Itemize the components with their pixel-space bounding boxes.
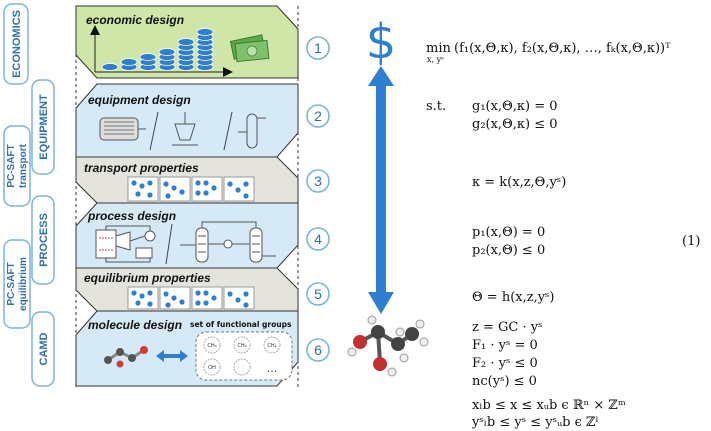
eq-x-bounds: xₗb ≤ x ≤ xᵤb ϵ ℝⁿ × ℤᵐ [472, 398, 626, 413]
eq-objective-sub: x, yˢ [427, 55, 444, 64]
eq-theta: Θ = h(x,z,yˢ) [472, 290, 555, 305]
panel-economic-title: economic design [86, 13, 184, 27]
vertical-double-arrow-icon [368, 66, 394, 314]
equilibrium-molecule-grid [127, 286, 255, 310]
group-ch3: CH₃ [207, 343, 216, 349]
equipment-divider-2 [223, 111, 233, 151]
small-molecule-icon [104, 346, 148, 368]
eq-F2: F₂ · yˢ ≤ 0 [472, 356, 538, 371]
side-label-pcsaft-equilibrium-1: PC-SAFT [6, 262, 17, 305]
molecule-3d-icon [347, 315, 429, 377]
panel-process-title: process design [87, 209, 176, 223]
panel-process-design: process design [75, 202, 299, 269]
eq-st: s.t. [426, 99, 446, 114]
panel-molecule-title: molecule design [88, 318, 182, 332]
panel-equilibrium-properties: equilibrium properties [75, 267, 299, 312]
eq-p2: p₂(x,Θ) ≤ 0 [472, 243, 545, 258]
group-oh: OH [208, 365, 216, 371]
panel-equilibrium-title: equilibrium properties [84, 271, 211, 285]
double-arrow-icon [156, 350, 188, 362]
panel-molecule-design: molecule design set of functional groups… [75, 310, 299, 387]
step-1-label: 1 [314, 40, 322, 56]
step-3-label: 3 [314, 173, 322, 189]
equation-number: (1) [682, 234, 700, 249]
step-4-label: 4 [314, 231, 322, 247]
group-ch2-a: CH₂ [237, 343, 246, 349]
eq-p1: p₁(x,Θ) = 0 [472, 225, 545, 240]
transport-molecule-grid [127, 176, 255, 202]
equation-block: min x, yˢ (f₁(x,Θ,κ), f₂(x,Θ,κ), …, fₖ(x… [426, 41, 700, 430]
functional-groups-label: set of functional groups [190, 320, 292, 329]
side-label-process: PROCESS [38, 213, 50, 267]
step-circles: 1 2 3 4 5 6 [306, 36, 330, 362]
side-label-process-box: PROCESS [31, 195, 55, 285]
equipment-divider-1 [149, 111, 159, 151]
coin-stacks-icon [101, 28, 214, 71]
side-label-pcsaft-equilibrium-box: PC-SAFT equilibrium [3, 239, 31, 329]
eq-y-bounds: yˢₗb ≤ yˢ ≤ yˢᵤb ϵ ℤˡ [471, 415, 599, 430]
side-label-pcsaft-transport-box: PC-SAFT transport [3, 125, 31, 207]
eq-z: z = GC · yˢ [472, 320, 542, 335]
side-label-pcsaft-transport-1: PC-SAFT [6, 144, 17, 187]
step-2: 2 [306, 104, 330, 128]
step-1: 1 [306, 36, 330, 60]
side-label-economics-box: ECONOMICS [3, 3, 29, 85]
side-label-camd-box: CAMD [31, 311, 55, 387]
functional-group-set: CH₃ CH₂ CH₂ OH ... [195, 331, 293, 381]
eq-g2: g₂(x,Θ,κ) ≤ 0 [472, 117, 557, 132]
side-label-equipment: EQUIPMENT [38, 94, 50, 160]
eq-nc: nc(yˢ) ≤ 0 [472, 374, 537, 389]
heat-pump-cycle-icon [95, 225, 156, 263]
panel-transport-properties: transport properties [75, 156, 299, 204]
group-ch2-b: CH₂ [267, 343, 276, 349]
step-4: 4 [306, 227, 330, 251]
step-5: 5 [306, 282, 330, 306]
process-divider [165, 223, 173, 265]
eq-objective: (f₁(x,Θ,κ), f₂(x,Θ,κ), …, fₖ(x,Θ,κ))ᵀ [454, 41, 671, 56]
side-label-pcsaft-transport-2: transport [18, 143, 29, 188]
eq-g1: g₁(x,Θ,κ) = 0 [472, 99, 557, 114]
panel-economic-design: economic design [75, 5, 299, 79]
step-2-label: 2 [314, 108, 322, 124]
group-more: ... [267, 362, 278, 375]
reactor-icon [172, 112, 198, 146]
eq-F1: F₁ · yˢ = 0 [472, 338, 538, 353]
column-icon [238, 113, 266, 149]
dollar-icon: $ [366, 14, 397, 70]
step-3: 3 [306, 169, 330, 193]
step-5-label: 5 [314, 286, 322, 302]
side-label-equipment-box: EQUIPMENT [31, 79, 55, 175]
side-label-economics: ECONOMICS [11, 10, 23, 78]
side-label-camd: CAMD [38, 332, 50, 365]
step-6-label: 6 [314, 342, 322, 358]
panel-transport-title: transport properties [84, 161, 199, 175]
heat-exchanger-icon [99, 117, 146, 141]
eq-objective-min: min [426, 41, 451, 56]
eq-kappa: κ = k(x,z,Θ,yˢ) [472, 175, 566, 190]
distillation-process-icon [180, 221, 276, 263]
panel-equipment-title: equipment design [88, 93, 191, 107]
panel-equipment-design: equipment design [75, 83, 299, 158]
side-label-pcsaft-equilibrium-2: equilibrium [18, 257, 29, 311]
step-6: 6 [306, 338, 330, 362]
banknote-icon [229, 34, 270, 63]
